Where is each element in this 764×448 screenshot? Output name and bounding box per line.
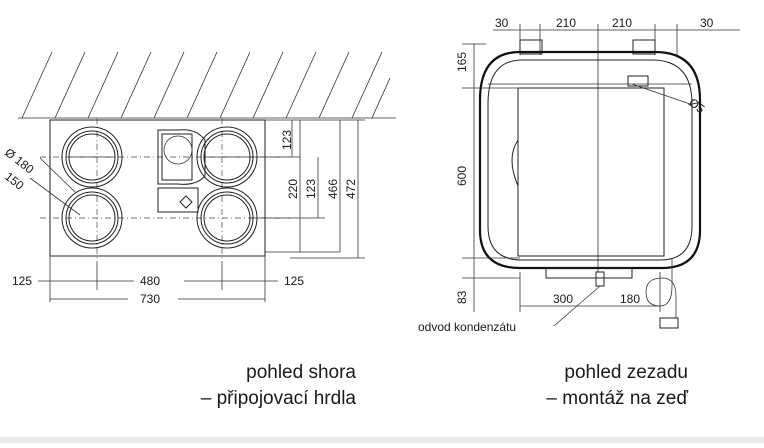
bottom-dimensions-rear [519, 272, 661, 312]
label-vert-220: 220 [286, 179, 300, 199]
label-horiz-125-right: 125 [284, 274, 304, 288]
label-bottom-180: 180 [620, 292, 640, 306]
spigot-bottom-left [61, 187, 123, 249]
label-vert-123-a: 123 [280, 130, 294, 150]
spigot-top-right [196, 126, 258, 188]
label-vert-600: 600 [455, 166, 469, 186]
label-horiz-125-left: 125 [12, 274, 32, 288]
caption-rear-view-line2: – montáž na zeď [546, 388, 688, 409]
top-view: Ø 180 150 123 220 123 466 472 [2, 51, 396, 409]
spigot-top-left [61, 126, 123, 188]
bracket-left [519, 39, 543, 55]
base-plate [545, 267, 633, 279]
label-vert-466: 466 [326, 179, 340, 199]
label-top-210-left: 210 [556, 16, 576, 30]
top-dimensions-rear [493, 24, 740, 272]
label-diameter-180: Ø 180 [2, 145, 37, 176]
label-top-210-right: 210 [612, 16, 632, 30]
label-vert-165: 165 [455, 52, 469, 72]
label-diameter-5: Ø5 [686, 95, 707, 116]
cable-plug [659, 317, 679, 329]
bracket-right [632, 39, 656, 55]
caption-rear-view-line1: pohled zezadu [564, 362, 688, 383]
label-top-30-right: 30 [700, 16, 714, 30]
label-vert-83: 83 [455, 290, 469, 304]
caption-top-view-line1: pohled shora [246, 362, 356, 383]
horizontal-dimensions-top [38, 256, 278, 302]
rear-frame-inner [487, 59, 693, 261]
label-vert-472: 472 [344, 179, 358, 199]
label-condensate: odvod kondenzátu [418, 320, 516, 334]
rear-frame-outer [478, 50, 702, 270]
unit-body-rear [517, 87, 665, 257]
power-cable [645, 258, 677, 318]
label-top-30-left: 30 [495, 16, 509, 30]
label-diameter-150: 150 [2, 169, 27, 193]
control-housing [157, 129, 206, 213]
label-horiz-480: 480 [140, 274, 160, 288]
label-vert-123-b: 123 [304, 179, 318, 199]
label-bottom-300: 300 [553, 292, 573, 306]
label-horiz-730: 730 [140, 292, 160, 306]
vertical-dimensions-top [250, 119, 365, 259]
vertical-dimensions-rear [462, 43, 520, 312]
rear-view: 30 210 210 30 Ø5 165 600 8 [418, 16, 740, 409]
condensate-outlet [595, 271, 605, 287]
footer-band [0, 437, 764, 443]
ceiling-hatching [18, 51, 396, 119]
caption-top-view-line2: – připojovací hrdla [201, 388, 357, 409]
